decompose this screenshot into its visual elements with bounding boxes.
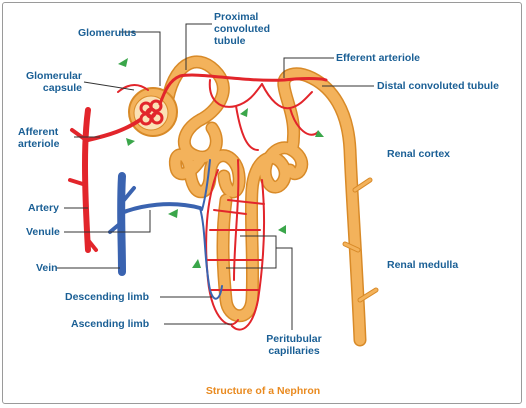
diagram-frame [2, 2, 522, 404]
label-venule: Venule [26, 226, 60, 238]
renal-tubule [161, 55, 379, 347]
leader-lines [56, 23, 374, 330]
label-renal-cortex: Renal cortex [387, 148, 451, 160]
label-distal-convoluted-tubule: Distal convoluted tubule [377, 80, 499, 92]
label-glomerulus: Glomerulus [78, 27, 137, 39]
label-artery: Artery [28, 202, 59, 214]
diagram-caption: Structure of a Nephron [205, 385, 321, 397]
label-afferent-arteriole: Afferent arteriole [18, 126, 60, 150]
label-descending-limb: Descending limb [65, 291, 150, 303]
glomerular-capsule [128, 87, 178, 137]
flow-arrows [118, 58, 324, 268]
label-proximal-convoluted-tubule: Proximal convoluted tubule [214, 11, 271, 47]
label-glomerular-capsule: Glomerular capsule [25, 70, 82, 94]
label-vein: Vein [36, 262, 58, 274]
label-ascending-limb: Ascending limb [71, 318, 150, 330]
label-peritubular-capillaries: Peritubular capillaries [266, 333, 322, 357]
arterial-vessels [68, 73, 328, 331]
label-renal-medulla: Renal medulla [387, 259, 459, 271]
venous-vessels [108, 159, 223, 300]
label-efferent-arteriole: Efferent arteriole [336, 52, 421, 64]
